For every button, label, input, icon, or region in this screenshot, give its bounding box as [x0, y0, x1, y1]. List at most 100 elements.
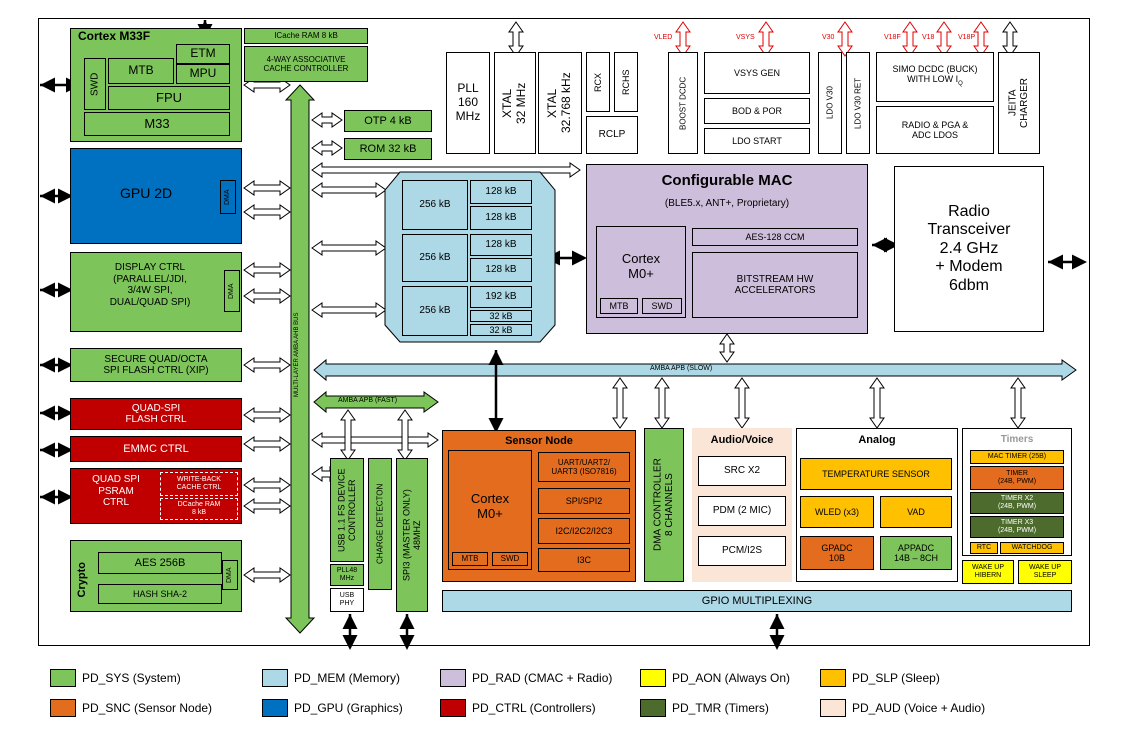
vsys-gen: VSYS GEN — [704, 52, 810, 94]
legend-label: PD_SYS (System) — [82, 671, 181, 685]
gpio-multiplexing: GPIO MULTIPLEXING — [442, 590, 1072, 612]
jeita-charger: JEITA CHARGER — [998, 52, 1040, 154]
rail-v18: V18 — [922, 34, 935, 41]
mem-256-b: 256 kB — [402, 234, 468, 282]
wake-sleep: WAKE UP SLEEP — [1018, 560, 1072, 584]
crypto-title: Crypto — [76, 562, 88, 598]
mem-256-c: 256 kB — [402, 286, 468, 336]
mem-128-2: 128 kB — [470, 206, 532, 230]
mem-128-3: 128 kB — [470, 234, 532, 256]
cpu-m33: M33 — [84, 112, 230, 136]
cpu-title: Cortex M33F — [78, 29, 151, 43]
mem-256-a: 256 kB — [402, 180, 468, 230]
usb-ctrl: USB 1.1 FS DEVICE CONTROLLER — [330, 458, 364, 562]
analog-gpadc: GPADC 10B — [800, 536, 874, 570]
timer-2: TIMER X2 (24B, PWM) — [970, 492, 1064, 514]
ldo-v30-ret: LDO V30 RET — [846, 52, 870, 154]
sensor-uart: UART/UART2/ UART3 (ISO7816) — [538, 452, 630, 482]
audio-title: Audio/Voice — [710, 434, 774, 446]
rail-vsys: VSYS — [736, 34, 755, 41]
dma-controller: DMA CONTROLLER 8 CHANNELS — [644, 428, 684, 582]
timer-1: TIMER (24B, PWM) — [970, 466, 1064, 490]
ldo-v30: LDO V30 — [818, 52, 842, 154]
cpu-fpu: FPU — [108, 86, 230, 110]
mac-timer: MAC TIMER (25B) — [970, 450, 1064, 464]
apb-slow-label: AMBA APB (SLOW) — [650, 365, 713, 372]
pll48: PLL48 MHz — [330, 564, 364, 586]
rail-vled: VLED — [654, 34, 673, 41]
crypto-dma: DMA — [222, 560, 238, 590]
apb-fast-label: AMBA APB (FAST) — [338, 397, 398, 404]
audio-pcm: PCM/I2S — [698, 536, 786, 566]
legend-label: PD_TMR (Timers) — [672, 701, 769, 715]
simo-label: SIMO DCDC (BUCK) WITH LOW IQ — [892, 64, 978, 88]
analog-appadc: APPADC 14B – 8CH — [880, 536, 952, 570]
rtc: RTC — [970, 542, 998, 554]
emmc-ctrl: EMMC CTRL — [70, 436, 242, 462]
mem-32-1: 32 kB — [470, 310, 532, 322]
display-dma: DMA — [224, 270, 240, 312]
rail-v18f: V18F — [884, 34, 901, 41]
watchdog: WATCHDOG — [1000, 542, 1064, 554]
legend-swatch — [440, 699, 466, 717]
analog-wled: WLED (x3) — [800, 496, 874, 528]
wake-hibern: WAKE UP HIBERN — [962, 560, 1014, 584]
ahb-bus-shape — [284, 84, 316, 634]
rail-v18p: V18P — [958, 34, 976, 41]
mem-128-4: 128 kB — [470, 258, 532, 282]
sensor-title: Sensor Node — [505, 435, 573, 447]
legend-swatch — [820, 669, 846, 687]
otp-block: OTP 4 kB — [344, 110, 432, 132]
legend-label: PD_MEM (Memory) — [294, 671, 401, 685]
pll-block: PLL 160 MHz — [446, 52, 490, 154]
icache-ram: ICache RAM 8 kB — [244, 28, 368, 44]
legend-label: PD_SNC (Sensor Node) — [82, 701, 213, 715]
simo-dcdc — [876, 52, 994, 102]
crypto-hash: HASH SHA-2 — [98, 584, 222, 604]
psram-wb-cache: WRITE-BACK CACHE CTRL — [160, 472, 238, 496]
display-label: DISPLAY CTRL (PARALLEL/JDI, 3/4W SPI, DU… — [109, 262, 191, 308]
bod-por: BOD & POR — [704, 98, 810, 124]
sensor-mtb: MTB — [452, 552, 488, 566]
display-ctrl-block — [70, 252, 242, 332]
legend-swatch — [50, 669, 76, 687]
legend-label: PD_AUD (Voice + Audio) — [852, 701, 986, 715]
psram-dcache-ram: DCache RAM 8 kB — [160, 498, 238, 520]
gpu-dma: DMA — [220, 180, 236, 214]
rcx-block: RCX — [586, 52, 610, 112]
radio-transceiver: Radio Transceiver 2.4 GHz + Modem 6dbm — [894, 166, 1044, 332]
timer-3: TIMER X3 (24B, PWM) — [970, 516, 1064, 538]
legend-label: PD_GPU (Graphics) — [294, 701, 403, 715]
sensor-cortex — [448, 450, 532, 570]
rail-v30: V30 — [822, 34, 835, 41]
xtal32k-block: XTAL 32.768 kHz — [538, 52, 582, 154]
audio-src: SRC X2 — [698, 456, 786, 486]
rom-block: ROM 32 kB — [344, 138, 432, 160]
apb-fast-shape — [313, 390, 439, 414]
ahb-bus-label: MULTI-LAYER AMBA AHB BUS — [294, 312, 300, 398]
timers-title: Timers — [1000, 434, 1034, 445]
gpu-block — [70, 148, 242, 244]
cpu-swd: SWD — [84, 58, 106, 110]
mac-swd: SWD — [642, 298, 682, 314]
analog-vad: VAD — [880, 496, 952, 528]
mac-title: Configurable MAC — [661, 172, 793, 189]
rchs-block: RCHS — [614, 52, 638, 112]
xtal32-block: XTAL 32 MHz — [494, 52, 536, 154]
legend-swatch — [640, 699, 666, 717]
legend-label: PD_AON (Always On) — [672, 671, 791, 685]
mac-subtitle: (BLE5.x, ANT+, Proprietary) — [664, 198, 790, 209]
mem-32-2: 32 kB — [470, 324, 532, 336]
cpu-mpu: MPU — [176, 64, 230, 84]
mem-128-1: 128 kB — [470, 180, 532, 204]
legend-swatch — [262, 669, 288, 687]
legend-swatch — [50, 699, 76, 717]
audio-pdm: PDM (2 MIC) — [698, 496, 786, 526]
charge-detect: CHARGE DETECTON — [368, 458, 392, 590]
quad-flash-ctrl: QUAD-SPI FLASH CTRL — [70, 398, 242, 430]
legend-swatch — [440, 669, 466, 687]
sensor-i3c: I3C — [538, 548, 630, 572]
spi3-block: SPI3 (MASTER ONLY) 48MHZ — [396, 458, 428, 612]
mac-cortex-label: Cortex M0+ — [621, 251, 661, 281]
gpu-label: GPU 2D — [120, 185, 173, 201]
